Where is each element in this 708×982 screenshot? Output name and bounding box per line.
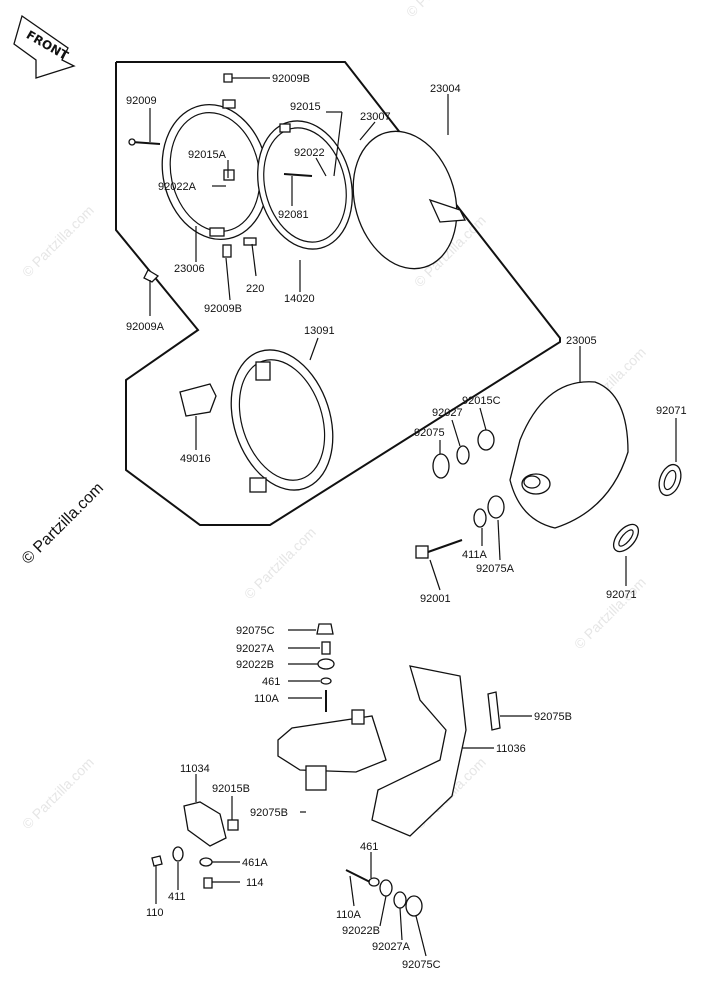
label-92015: 92015: [290, 101, 321, 113]
part-labels: 92009B 23004 92009 92015 23007 92015A 92…: [126, 73, 687, 971]
label-92081: 92081: [278, 209, 309, 221]
group-outline: [115, 61, 561, 526]
front-arrow: FRONT: [13, 14, 76, 79]
main-watermark: © Partzilla.com: [19, 480, 107, 568]
collar-411: [172, 846, 184, 862]
label-220: 220: [246, 283, 264, 295]
label-92071-top: 92071: [656, 405, 687, 417]
label-92015A: 92015A: [188, 149, 227, 161]
washer-92075A: [487, 495, 505, 519]
grommet-92071-top: [658, 463, 682, 497]
mount-stack: [316, 623, 335, 712]
label-110: 110: [146, 907, 164, 919]
housing-23005: [509, 381, 629, 529]
bracket-49016: [179, 383, 217, 417]
watermark: © Partzilla.com: [19, 202, 97, 280]
label-92009B-top: 92009B: [272, 73, 310, 85]
label-92022B: 92022B: [342, 925, 380, 937]
label-92001: 92001: [420, 593, 451, 605]
label-14020: 14020: [284, 293, 315, 305]
leader-lines: [149, 77, 677, 957]
label-92022: 92022: [294, 147, 325, 159]
label-92075C: 92075C: [402, 959, 441, 971]
headlight-lens-23007: [352, 130, 467, 270]
label-92009: 92009: [126, 95, 157, 107]
washer-461A: [199, 857, 213, 867]
label-92022A: 92022A: [158, 181, 197, 193]
headlight-ring-14020: [257, 120, 353, 250]
nut-92075C: [405, 895, 423, 917]
label-92075B-mid: 92075B: [250, 807, 288, 819]
washer-92022B: [379, 879, 393, 897]
label-114: 114: [246, 877, 264, 889]
collar-92027: [456, 445, 470, 465]
collar-411A: [473, 508, 487, 528]
watermark: © Partzilla.com: [571, 574, 649, 652]
label-92075B-right: 92075B: [534, 711, 572, 723]
grommet-92071-bottom: [612, 523, 640, 553]
label-13091: 13091: [304, 325, 335, 337]
label-49016: 49016: [180, 453, 211, 465]
label-92027: 92027: [432, 407, 463, 419]
bolt-114: [203, 877, 213, 889]
label-411A: 411A: [462, 549, 488, 561]
headlight-rim-23006: [161, 99, 269, 241]
bolt-92001: [415, 539, 463, 559]
washer-461: [368, 877, 380, 887]
watermark: © Partzilla.com: [19, 754, 97, 832]
label-23004: 23004: [430, 83, 461, 95]
bracket-11036: [277, 665, 467, 837]
label-92022B-top: 92022B: [236, 659, 274, 671]
screw-92009B: [222, 244, 232, 258]
label-92027A: 92027A: [372, 941, 411, 953]
label-23006: 23006: [174, 263, 205, 275]
label-92009B: 92009B: [204, 303, 242, 315]
label-92009A: 92009A: [126, 321, 165, 333]
label-110A: 110A: [336, 909, 362, 921]
bracket-11034: [183, 801, 239, 847]
label-92071-bottom: 92071: [606, 589, 637, 601]
watermark: © Partzilla.com: [241, 524, 319, 602]
collar-92027A: [393, 891, 407, 909]
label-110A-top: 110A: [254, 693, 280, 705]
label-461A: 461A: [242, 857, 268, 869]
label-92075C-top: 92075C: [236, 625, 275, 637]
grommet-92075B-right: [487, 691, 501, 731]
rim-13091: [230, 349, 334, 493]
label-11036: 11036: [496, 743, 526, 755]
label-92015B: 92015B: [212, 783, 250, 795]
screw-92009A: [143, 269, 160, 283]
screw-220: [243, 237, 257, 246]
label-23005: 23005: [566, 335, 597, 347]
label-92015C: 92015C: [462, 395, 501, 407]
label-92075A: 92075A: [476, 563, 515, 575]
label-92027A-top: 92027A: [236, 643, 275, 655]
label-92075: 92075: [414, 427, 445, 439]
screw-92009B-top: [223, 73, 233, 83]
nut-92015C: [477, 429, 495, 451]
watermark: © Partzilla.com: [403, 0, 481, 20]
label-461-top: 461: [262, 676, 280, 688]
label-461: 461: [360, 841, 378, 853]
screw-92009: [128, 138, 161, 146]
label-23007: 23007: [360, 111, 391, 123]
label-11034: 11034: [180, 763, 210, 775]
washer-92075: [432, 453, 450, 479]
bolt-110: [151, 855, 163, 867]
label-411: 411: [168, 891, 186, 903]
